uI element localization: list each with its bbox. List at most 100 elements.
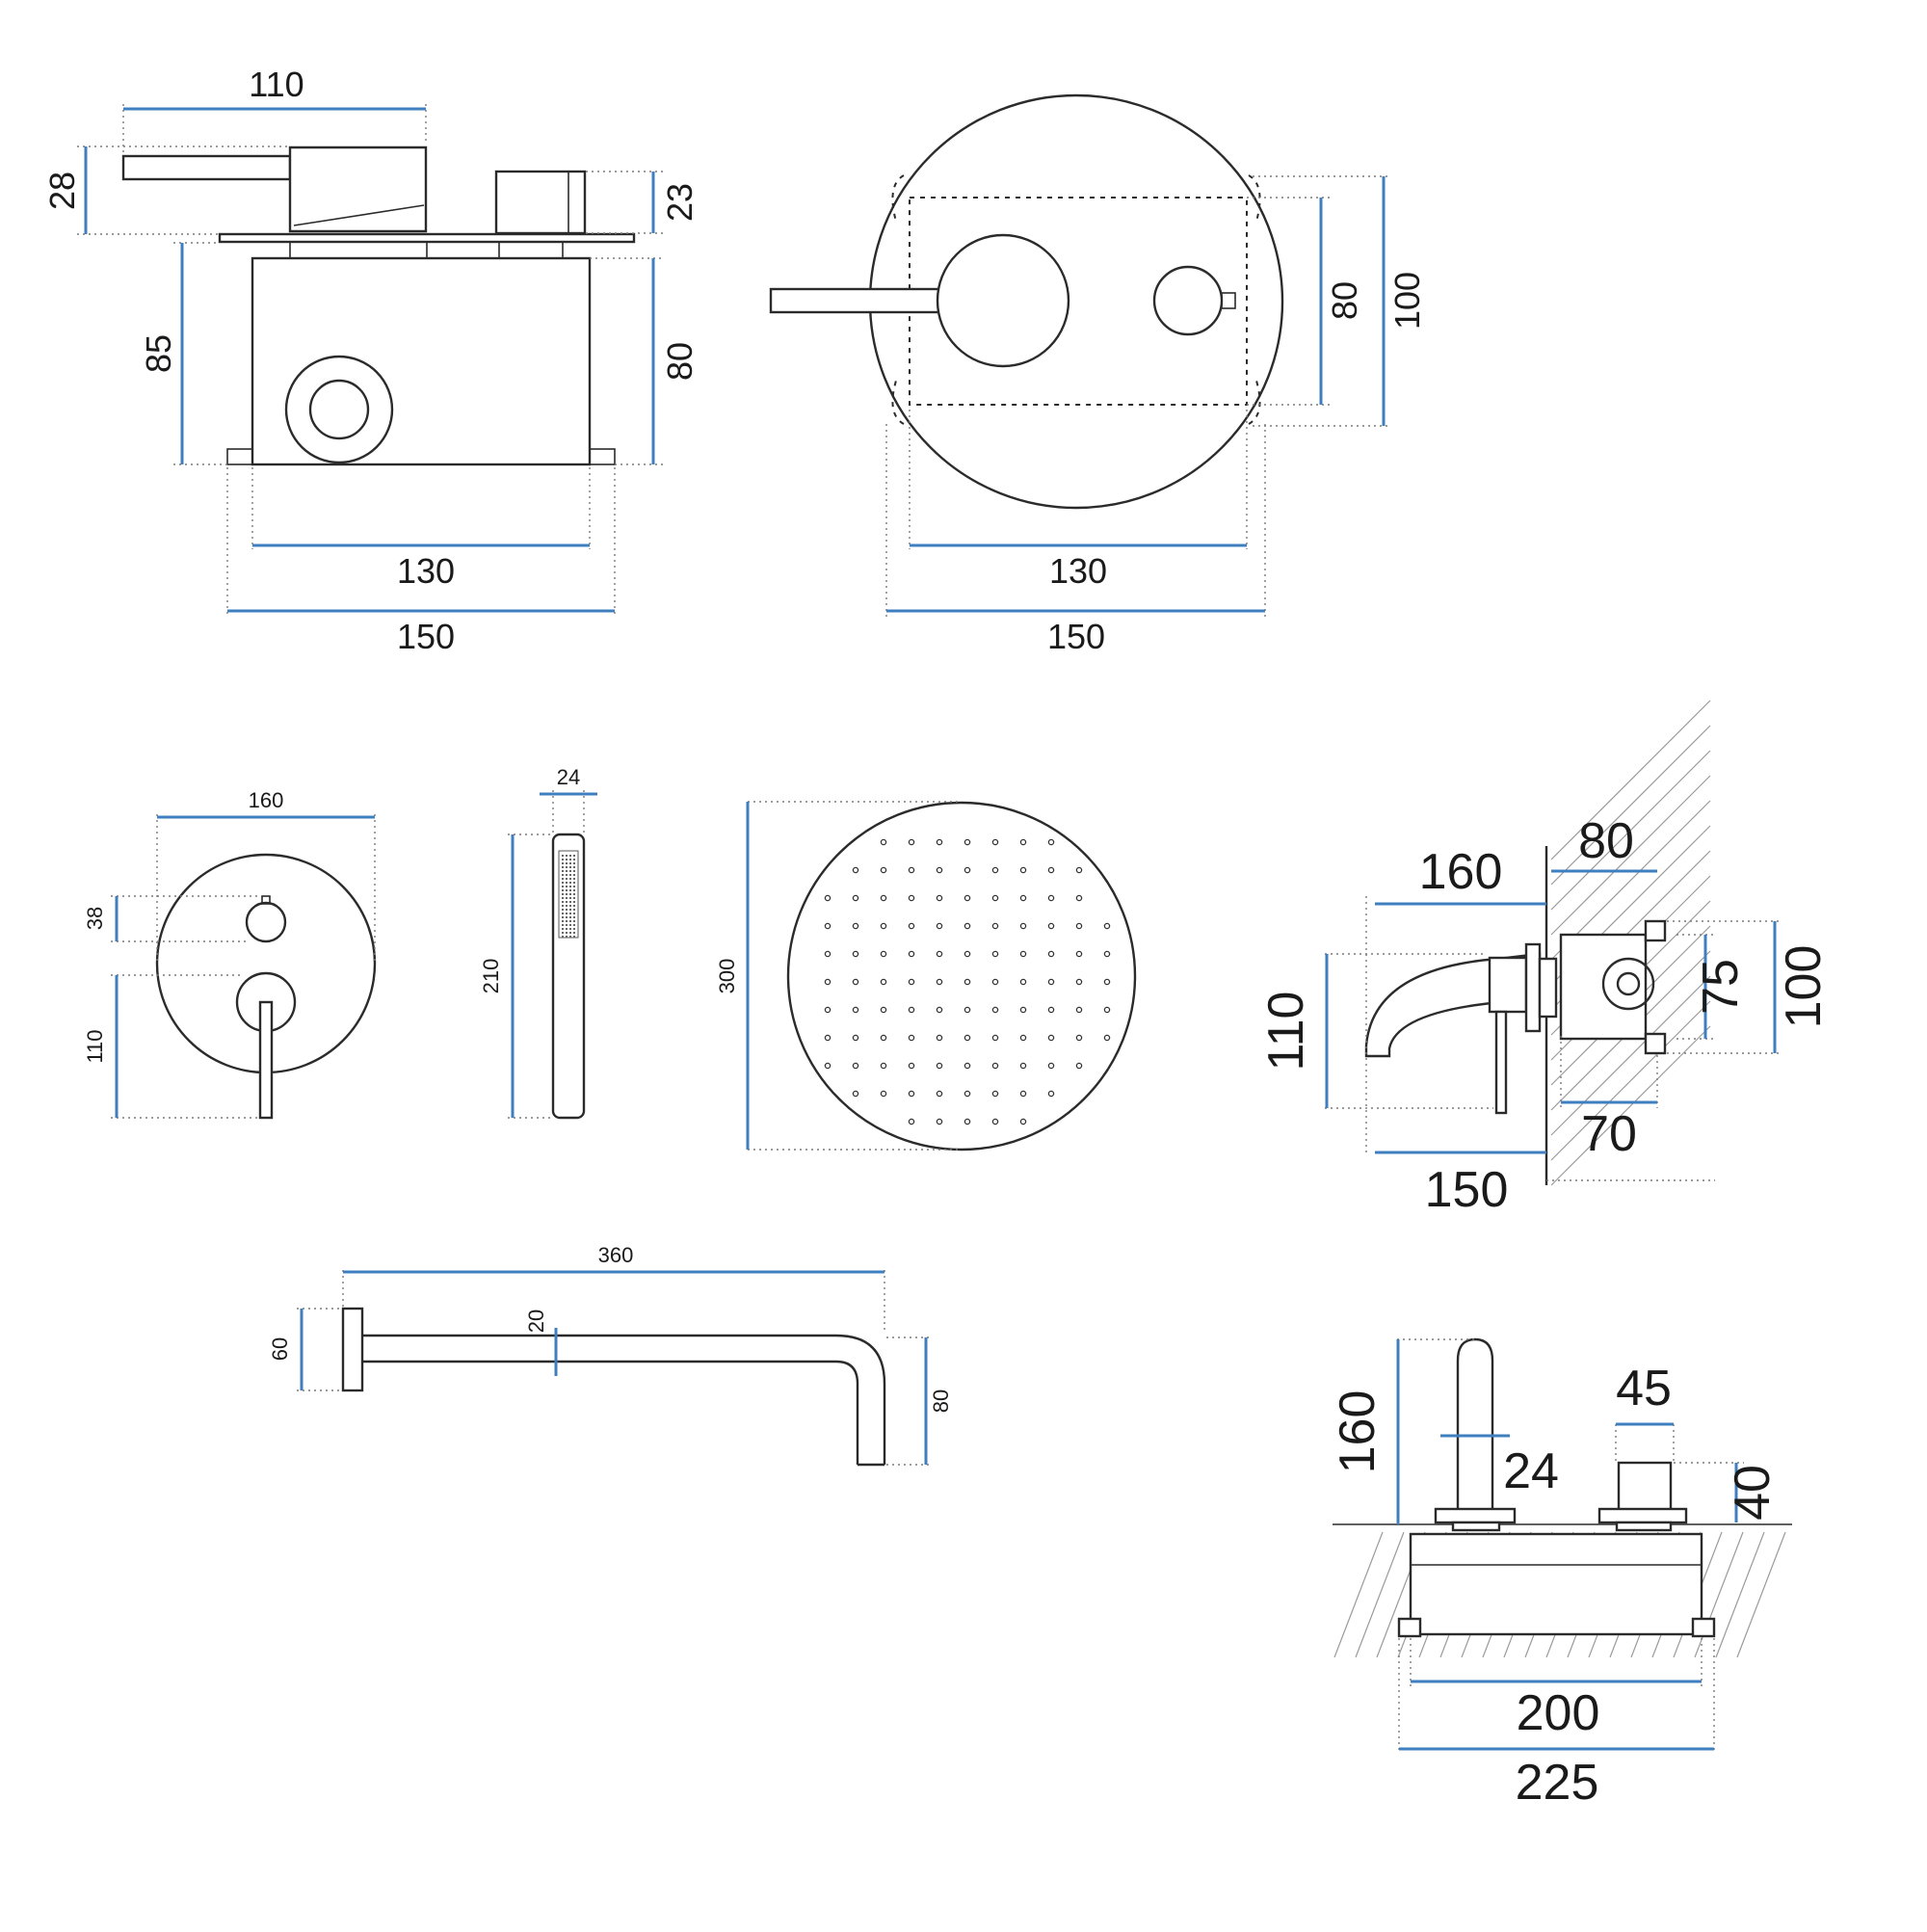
spray-hole bbox=[566, 905, 568, 907]
nozzle-dot bbox=[1103, 1034, 1111, 1042]
nozzle-dot bbox=[936, 1118, 943, 1125]
spray-hole bbox=[562, 901, 564, 903]
nozzle-dot bbox=[880, 838, 887, 846]
spray-hole bbox=[573, 928, 575, 930]
nozzle-dot bbox=[1047, 1090, 1055, 1098]
hatch-line bbox=[1550, 1025, 1711, 1186]
dim-label: 160 bbox=[1419, 844, 1503, 900]
dim-label: 80 bbox=[929, 1389, 953, 1413]
spray-hole bbox=[566, 932, 568, 934]
hidden-corner bbox=[891, 174, 905, 223]
spray-hole bbox=[562, 878, 564, 880]
spray-hole bbox=[566, 859, 568, 860]
dim-label: 70 bbox=[1581, 1106, 1637, 1162]
spray-hole bbox=[566, 855, 568, 857]
nozzle-dot bbox=[964, 894, 971, 902]
nozzle-dot bbox=[1103, 922, 1111, 930]
nozzle-dot bbox=[991, 950, 999, 958]
spray-hole bbox=[573, 889, 575, 891]
spray-hole bbox=[569, 866, 571, 868]
nozzle-dot bbox=[936, 1062, 943, 1070]
dim-label: 110 bbox=[83, 1029, 107, 1063]
view-mixer-side: 110 28 23 85 80 130 150 bbox=[42, 65, 700, 656]
knob-base-ring bbox=[1615, 1521, 1673, 1532]
spray-hole bbox=[562, 905, 564, 907]
nozzle-dot bbox=[908, 866, 915, 874]
spray-hole bbox=[566, 913, 568, 914]
spray-hole bbox=[569, 870, 571, 872]
knob-stem bbox=[1221, 292, 1236, 309]
spray-hole bbox=[569, 920, 571, 922]
spray-hole bbox=[569, 901, 571, 903]
dim-label: 300 bbox=[715, 959, 739, 994]
dim-label: 75 bbox=[1693, 959, 1749, 1015]
dim-label: 210 bbox=[479, 959, 503, 994]
nozzle-dot bbox=[1047, 922, 1055, 930]
dim-label: 24 bbox=[1503, 1443, 1559, 1499]
outlet-ring bbox=[284, 355, 394, 464]
spray-hole bbox=[569, 905, 571, 907]
spray-hole bbox=[562, 928, 564, 930]
dim-label: 24 bbox=[557, 765, 580, 789]
nozzle-dot bbox=[1075, 978, 1083, 986]
nozzle-dot bbox=[1019, 1006, 1027, 1014]
view-hand-shower: 24 210 bbox=[479, 765, 597, 1120]
nozzle-dot bbox=[824, 950, 832, 958]
nozzle-dot bbox=[824, 1006, 832, 1014]
hatch-line bbox=[1550, 750, 1711, 911]
nozzle-dot bbox=[1047, 1006, 1055, 1014]
diverter-knob bbox=[245, 901, 287, 943]
spout-base bbox=[1434, 1507, 1517, 1524]
handle-block bbox=[288, 146, 428, 233]
dim-label: 150 bbox=[397, 617, 455, 656]
hatch-line bbox=[1333, 1531, 1384, 1658]
spray-hole bbox=[569, 909, 571, 911]
spray-hole bbox=[562, 882, 564, 884]
spray-hole bbox=[566, 897, 568, 899]
spray-hole bbox=[569, 932, 571, 934]
nozzle-dot bbox=[936, 950, 943, 958]
arm-pipe-top bbox=[362, 1334, 886, 1465]
nozzle-dot bbox=[908, 950, 915, 958]
spray-hole bbox=[566, 901, 568, 903]
dim-label: 85 bbox=[139, 334, 178, 373]
lever-handle bbox=[769, 287, 941, 314]
spray-hole bbox=[562, 932, 564, 934]
nozzle-dot bbox=[824, 922, 832, 930]
spray-hole bbox=[562, 855, 564, 857]
dim-label: 110 bbox=[249, 65, 304, 104]
nozzle-dot bbox=[1019, 866, 1027, 874]
nozzle-dot bbox=[991, 838, 999, 846]
nozzle-dot bbox=[964, 1034, 971, 1042]
nozzle-dot bbox=[908, 1090, 915, 1098]
nozzle-dot bbox=[880, 1006, 887, 1014]
nozzle-dot bbox=[880, 978, 887, 986]
spray-hole bbox=[562, 924, 564, 926]
spray-hole bbox=[573, 866, 575, 868]
hatch-line bbox=[1715, 1531, 1765, 1658]
spray-hole bbox=[566, 920, 568, 922]
box-foot bbox=[1397, 1617, 1422, 1638]
nozzle-dot bbox=[1047, 838, 1055, 846]
view-wall-spout-side: 160 80 110 75 100 70 150 bbox=[1258, 700, 1832, 1218]
spray-hole bbox=[573, 862, 575, 864]
nozzle-dot bbox=[824, 1062, 832, 1070]
nozzle-dot bbox=[1019, 894, 1027, 902]
nozzle-dot bbox=[964, 922, 971, 930]
spray-hole bbox=[566, 886, 568, 887]
dim-label: 130 bbox=[397, 551, 455, 591]
dim-label: 80 bbox=[1325, 281, 1364, 320]
nozzle-dot bbox=[852, 950, 859, 958]
arm-pipe-bottom bbox=[362, 1360, 859, 1465]
box-bracket bbox=[1644, 919, 1667, 942]
hatch-line bbox=[1355, 1531, 1405, 1658]
nozzle-dot bbox=[852, 1006, 859, 1014]
shower-head-plate bbox=[786, 801, 1137, 1151]
spray-hole bbox=[569, 916, 571, 918]
nozzle-dot bbox=[1075, 922, 1083, 930]
hatch-line bbox=[1550, 1000, 1711, 1161]
nozzle-dot bbox=[1047, 1034, 1055, 1042]
spray-hole bbox=[562, 893, 564, 895]
